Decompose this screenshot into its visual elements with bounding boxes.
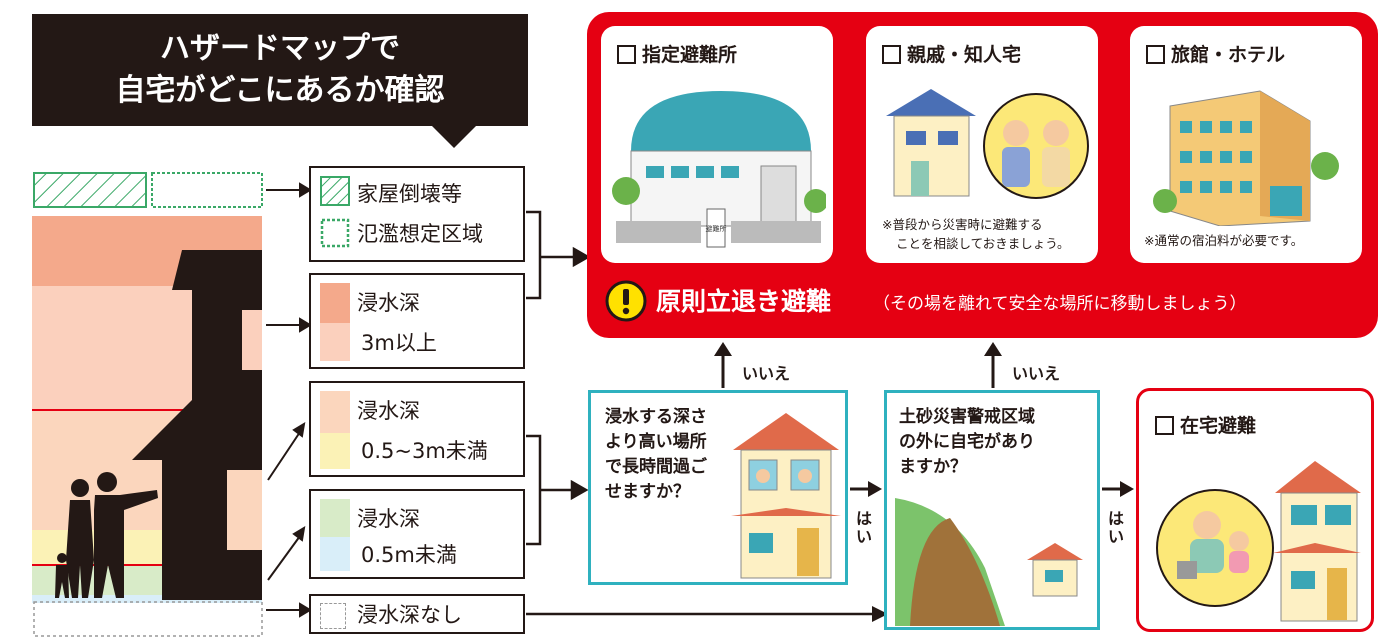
legend-connectors: [526, 210, 591, 546]
collapse-hatch-icon: [320, 176, 350, 206]
relatives-note-2: ことを相談しておきましょう。: [896, 236, 1070, 251]
depth-mid-swatch-top: [320, 391, 350, 433]
depth-3m-label-2: 3m以上: [361, 331, 437, 355]
no-flood-label: 浸水深なし: [357, 603, 462, 627]
legend-flood-label: 氾濫想定区域: [357, 222, 483, 246]
relatives-title-text: 親戚・知人宅: [907, 44, 1022, 66]
legend-depth-05-3m: 浸水深 0.5~3m未満: [309, 381, 525, 477]
question-1-box: 浸水する深さ より高い場所 で長時間過ご せますか？: [588, 390, 848, 585]
home-stay-icon: [1156, 461, 1361, 622]
relatives-house-icon: [886, 89, 1089, 199]
header-line-1: ハザードマップで: [160, 31, 400, 66]
shelter-title: 指定避難所: [617, 40, 737, 67]
hotel-title-text: 旅館・ホテル: [1171, 44, 1286, 66]
people-silhouettes: [55, 472, 158, 598]
depth-mid-label-1: 浸水深: [357, 399, 420, 423]
shelter-title-text: 指定避難所: [642, 44, 738, 66]
house-window-upper: [242, 310, 262, 370]
question-2-box: 土砂災害警戒区域 の外に自宅があり ますか？: [884, 390, 1100, 630]
collapse-zone-swatch: [33, 172, 147, 208]
q2-line-1: 土砂災害警戒区域: [899, 407, 1035, 427]
relatives-checkbox: [882, 45, 901, 64]
house-depth-illustration: [32, 172, 263, 637]
depth-3m-label-1: 浸水深: [357, 291, 420, 315]
card-designated-shelter: 指定避難所 避難所: [601, 26, 833, 263]
no-flood-connector: [526, 606, 888, 622]
landslide-icon: [895, 498, 1083, 626]
flood-zone-swatch: [151, 172, 263, 208]
legend-depth-3m: 浸水深 3m以上: [309, 273, 525, 369]
q1-line-2: より高い場所: [605, 432, 707, 452]
yes-label-2: はい: [1108, 509, 1125, 546]
relatives-note-1: ※普段から災害時に避難する: [882, 217, 1043, 232]
legend-collapse-flood: 家屋倒壊等 氾濫想定区域: [309, 166, 525, 262]
q2-line-3: ますか？: [899, 457, 967, 477]
depth-low-swatch-bottom: [320, 537, 350, 571]
house-window-lower: [227, 470, 262, 550]
legend-depth-05m: 浸水深 0.5m未満: [309, 489, 525, 579]
yes-label-1: はい: [856, 509, 873, 546]
flood-dotted-icon: [320, 218, 350, 248]
hotel-title: 旅館・ホテル: [1146, 40, 1285, 67]
card-relatives: 親戚・知人宅 ※普段から災害時に避難する ことを相談しておきましょう。: [866, 26, 1098, 263]
relatives-title: 親戚・知人宅: [882, 40, 1021, 67]
q1-line-1: 浸水する深さ: [605, 407, 707, 427]
no-flood-band: [33, 601, 263, 637]
header-banner: ハザードマップで 自宅がどこにあるか確認: [32, 14, 528, 148]
no-label-2: いいえ: [1012, 364, 1061, 383]
no-arrow-2: [984, 342, 1002, 388]
depth-band-low-blue: [32, 595, 262, 603]
yes-arrow-1: [850, 481, 882, 497]
principle-title: 原則立退き避難: [656, 287, 832, 316]
q1-line-3: で長時間過ご: [605, 457, 707, 477]
depth-low-label-2: 0.5m未満: [361, 543, 457, 567]
yes-arrow-2: [1102, 481, 1134, 497]
home-title: 在宅避難: [1155, 411, 1256, 438]
depth-low-label-1: 浸水深: [357, 507, 420, 531]
depth-low-swatch-top: [320, 499, 350, 537]
depth-mid-label-2: 0.5~3m未満: [361, 439, 488, 463]
card-hotel: 旅館・ホテル ※通常の宿泊料が必要です。: [1130, 26, 1362, 263]
depth-3m-swatch-bottom: [320, 323, 350, 361]
q1-house-icon: [731, 413, 841, 579]
no-arrow-1: [714, 342, 732, 388]
shelter-sign-text: 避難所: [706, 224, 727, 233]
depth-mid-swatch-bottom: [320, 433, 350, 469]
home-evacuation-box: 在宅避難: [1136, 388, 1374, 632]
shelter-checkbox: [617, 45, 636, 64]
q2-line-2: の外に自宅があり: [899, 432, 1035, 452]
legend-collapse-label: 家屋倒壊等: [357, 182, 462, 206]
no-label-1: いいえ: [742, 364, 791, 383]
legend-no-flood: 浸水深なし: [309, 594, 525, 634]
shelter-building-icon: 避難所: [612, 91, 826, 248]
legend-arrows: [266, 182, 312, 618]
hotel-checkbox: [1146, 45, 1165, 64]
home-checkbox: [1155, 416, 1174, 435]
q1-line-4: せますか？: [605, 482, 690, 502]
no-flood-swatch: [320, 603, 346, 629]
warning-icon: [605, 280, 647, 322]
hotel-building-icon: [1153, 90, 1339, 226]
hotel-note: ※通常の宿泊料が必要です。: [1144, 233, 1304, 248]
header-line-2: 自宅がどこにあるか確認: [115, 73, 445, 108]
principle-subtitle: （その場を離れて安全な場所に移動しましょう）: [873, 294, 1247, 314]
depth-3m-swatch-top: [320, 283, 350, 323]
home-title-text: 在宅避難: [1180, 415, 1257, 437]
